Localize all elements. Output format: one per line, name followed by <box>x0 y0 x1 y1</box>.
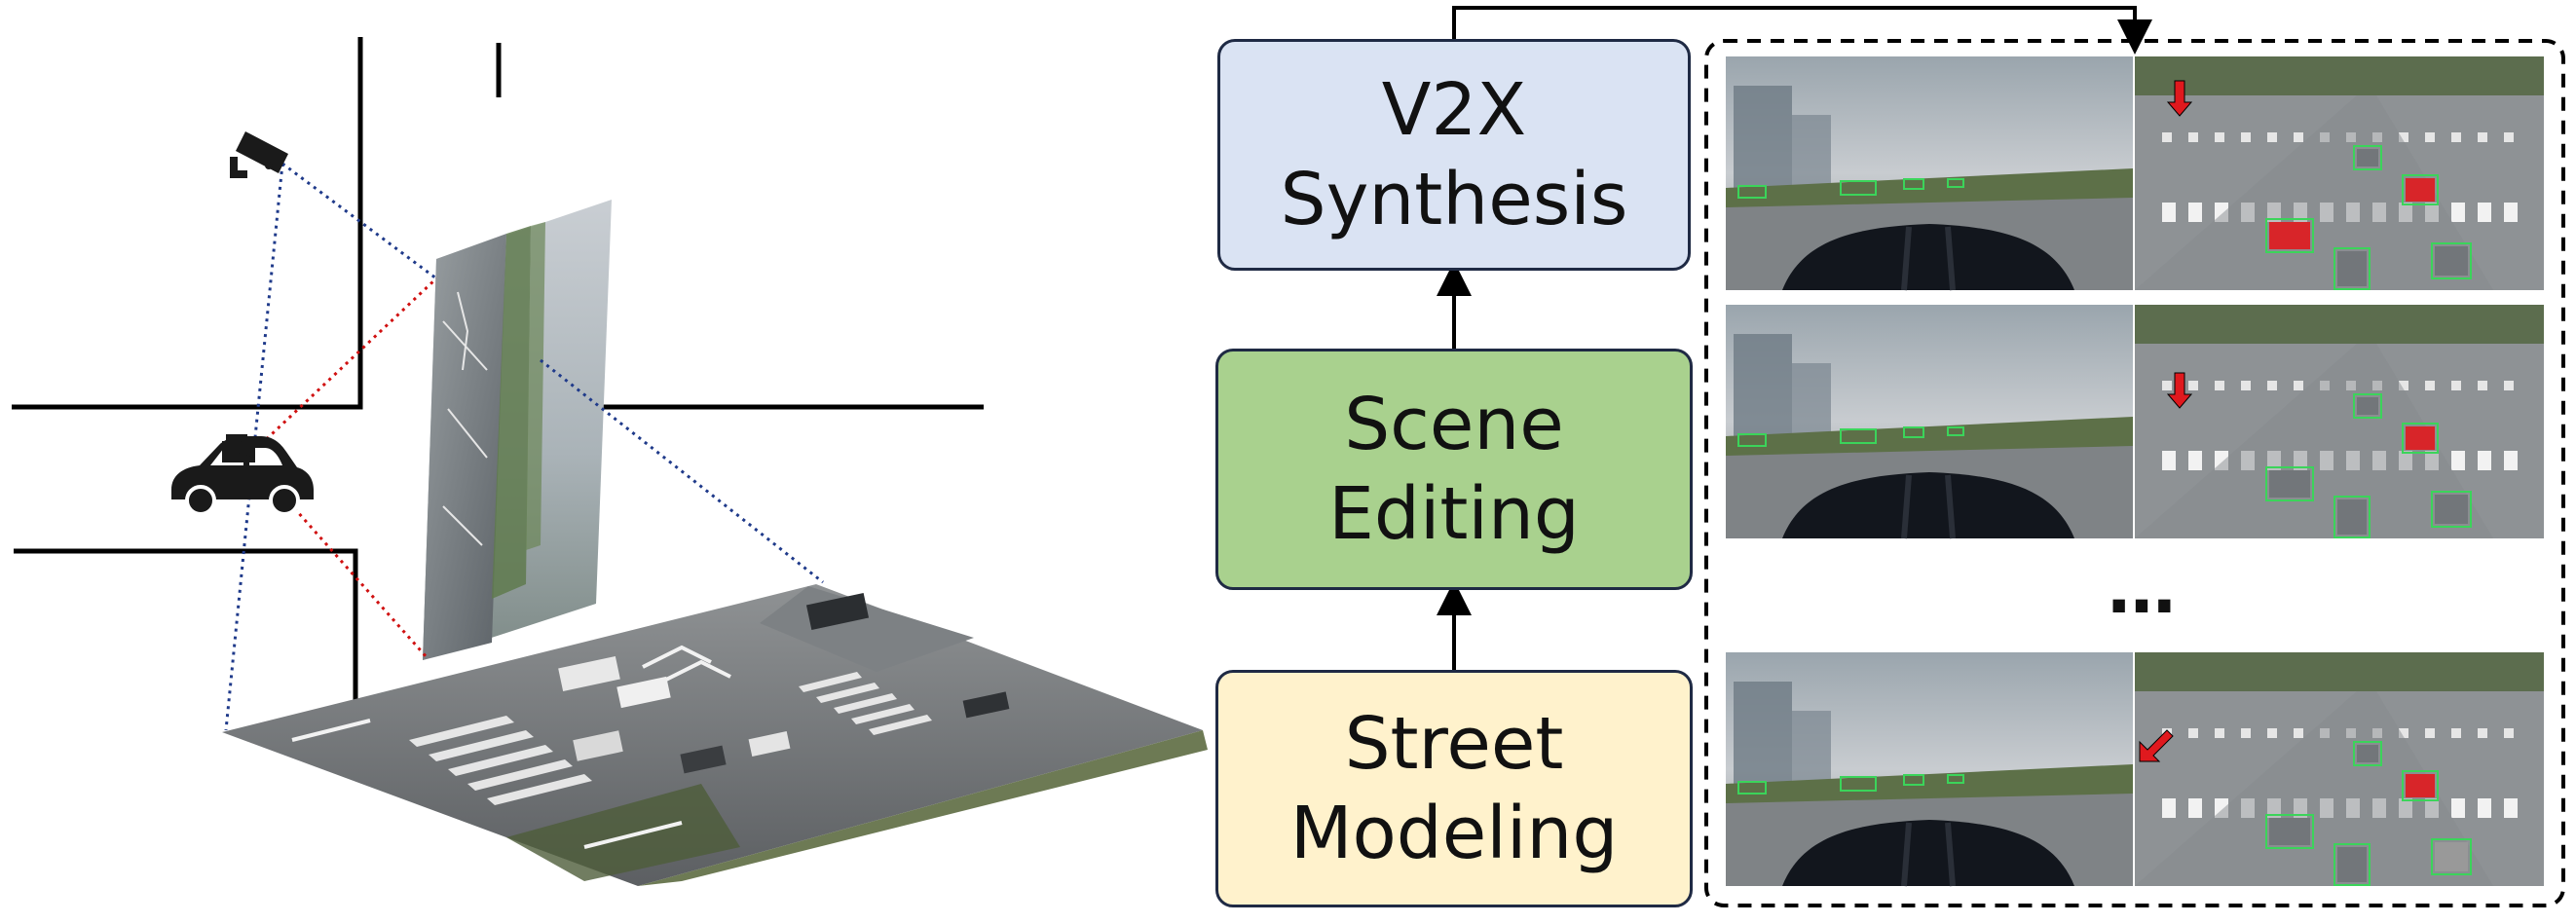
v2x-synthesis-line1: V2X <box>1381 68 1527 152</box>
detection-box <box>2431 491 2472 528</box>
arrow-v2x-to-examples <box>1452 6 2152 55</box>
front-camera-view <box>1726 56 2133 291</box>
detection-box <box>2431 242 2472 279</box>
road-outline <box>12 37 984 701</box>
detection-box <box>2333 247 2371 290</box>
more-examples-ellipsis: … <box>2108 549 2178 629</box>
detection-box <box>2333 843 2371 886</box>
street-model-illustration <box>12 37 1208 886</box>
detection-box <box>2333 496 2371 538</box>
vertical-image-plane <box>423 200 612 660</box>
detection-box <box>2265 814 2314 849</box>
detection-box <box>2353 741 2382 766</box>
example-row <box>1726 305 2544 539</box>
detection-box <box>1903 426 1924 438</box>
v2x-synthesis-line2: Synthesis <box>1280 158 1628 241</box>
red-arrow-icon <box>2139 729 2174 762</box>
roadside-camera-view <box>2135 652 2544 886</box>
detection-box <box>1903 774 1924 786</box>
detection-box <box>1903 178 1924 190</box>
car-with-camera-icon <box>171 434 314 516</box>
detection-box <box>2265 218 2314 253</box>
red-arrow-icon <box>2166 372 2193 409</box>
detection-box <box>2265 466 2314 501</box>
detection-box <box>2402 423 2439 454</box>
detection-box <box>2353 145 2382 170</box>
detection-box <box>1947 774 1964 784</box>
detection-box <box>2402 174 2439 205</box>
v2x-synthesis-box: V2X Synthesis <box>1217 39 1691 271</box>
front-camera-view <box>1726 652 2133 887</box>
detection-box <box>2402 770 2439 801</box>
detection-box <box>1840 776 1877 792</box>
detection-box <box>1840 180 1877 196</box>
street-modeling-line1: Street <box>1344 702 1564 786</box>
front-camera-view <box>1726 305 2133 539</box>
examples-dashed-border <box>1704 39 2565 907</box>
roadside-camera-view <box>2135 56 2544 290</box>
surveillance-camera-icon <box>230 131 288 178</box>
detection-box <box>1737 185 1767 199</box>
street-modeling-box: Street Modeling <box>1215 670 1693 907</box>
detection-box <box>1947 178 1964 188</box>
projection-lines <box>224 162 824 731</box>
examples-panel <box>1704 39 2565 907</box>
red-arrow-icon <box>2166 80 2193 117</box>
scene-editing-line1: Scene <box>1344 383 1564 466</box>
detection-box <box>1840 428 1877 444</box>
detection-box <box>1737 781 1767 795</box>
scene-editing-line2: Editing <box>1328 472 1580 556</box>
detection-box <box>2353 393 2382 419</box>
scene-editing-box: Scene Editing <box>1215 349 1693 590</box>
detection-box <box>1947 426 1964 436</box>
detection-box <box>1737 433 1767 447</box>
roadside-camera-view <box>2135 305 2544 538</box>
example-row <box>1726 652 2544 887</box>
street-modeling-line2: Modeling <box>1289 792 1619 875</box>
detection-box <box>2431 838 2472 875</box>
example-row <box>1726 56 2544 291</box>
ground-plane-image <box>222 584 1208 886</box>
parked-cars <box>558 593 1010 774</box>
pipeline-arrows <box>1437 6 2152 670</box>
